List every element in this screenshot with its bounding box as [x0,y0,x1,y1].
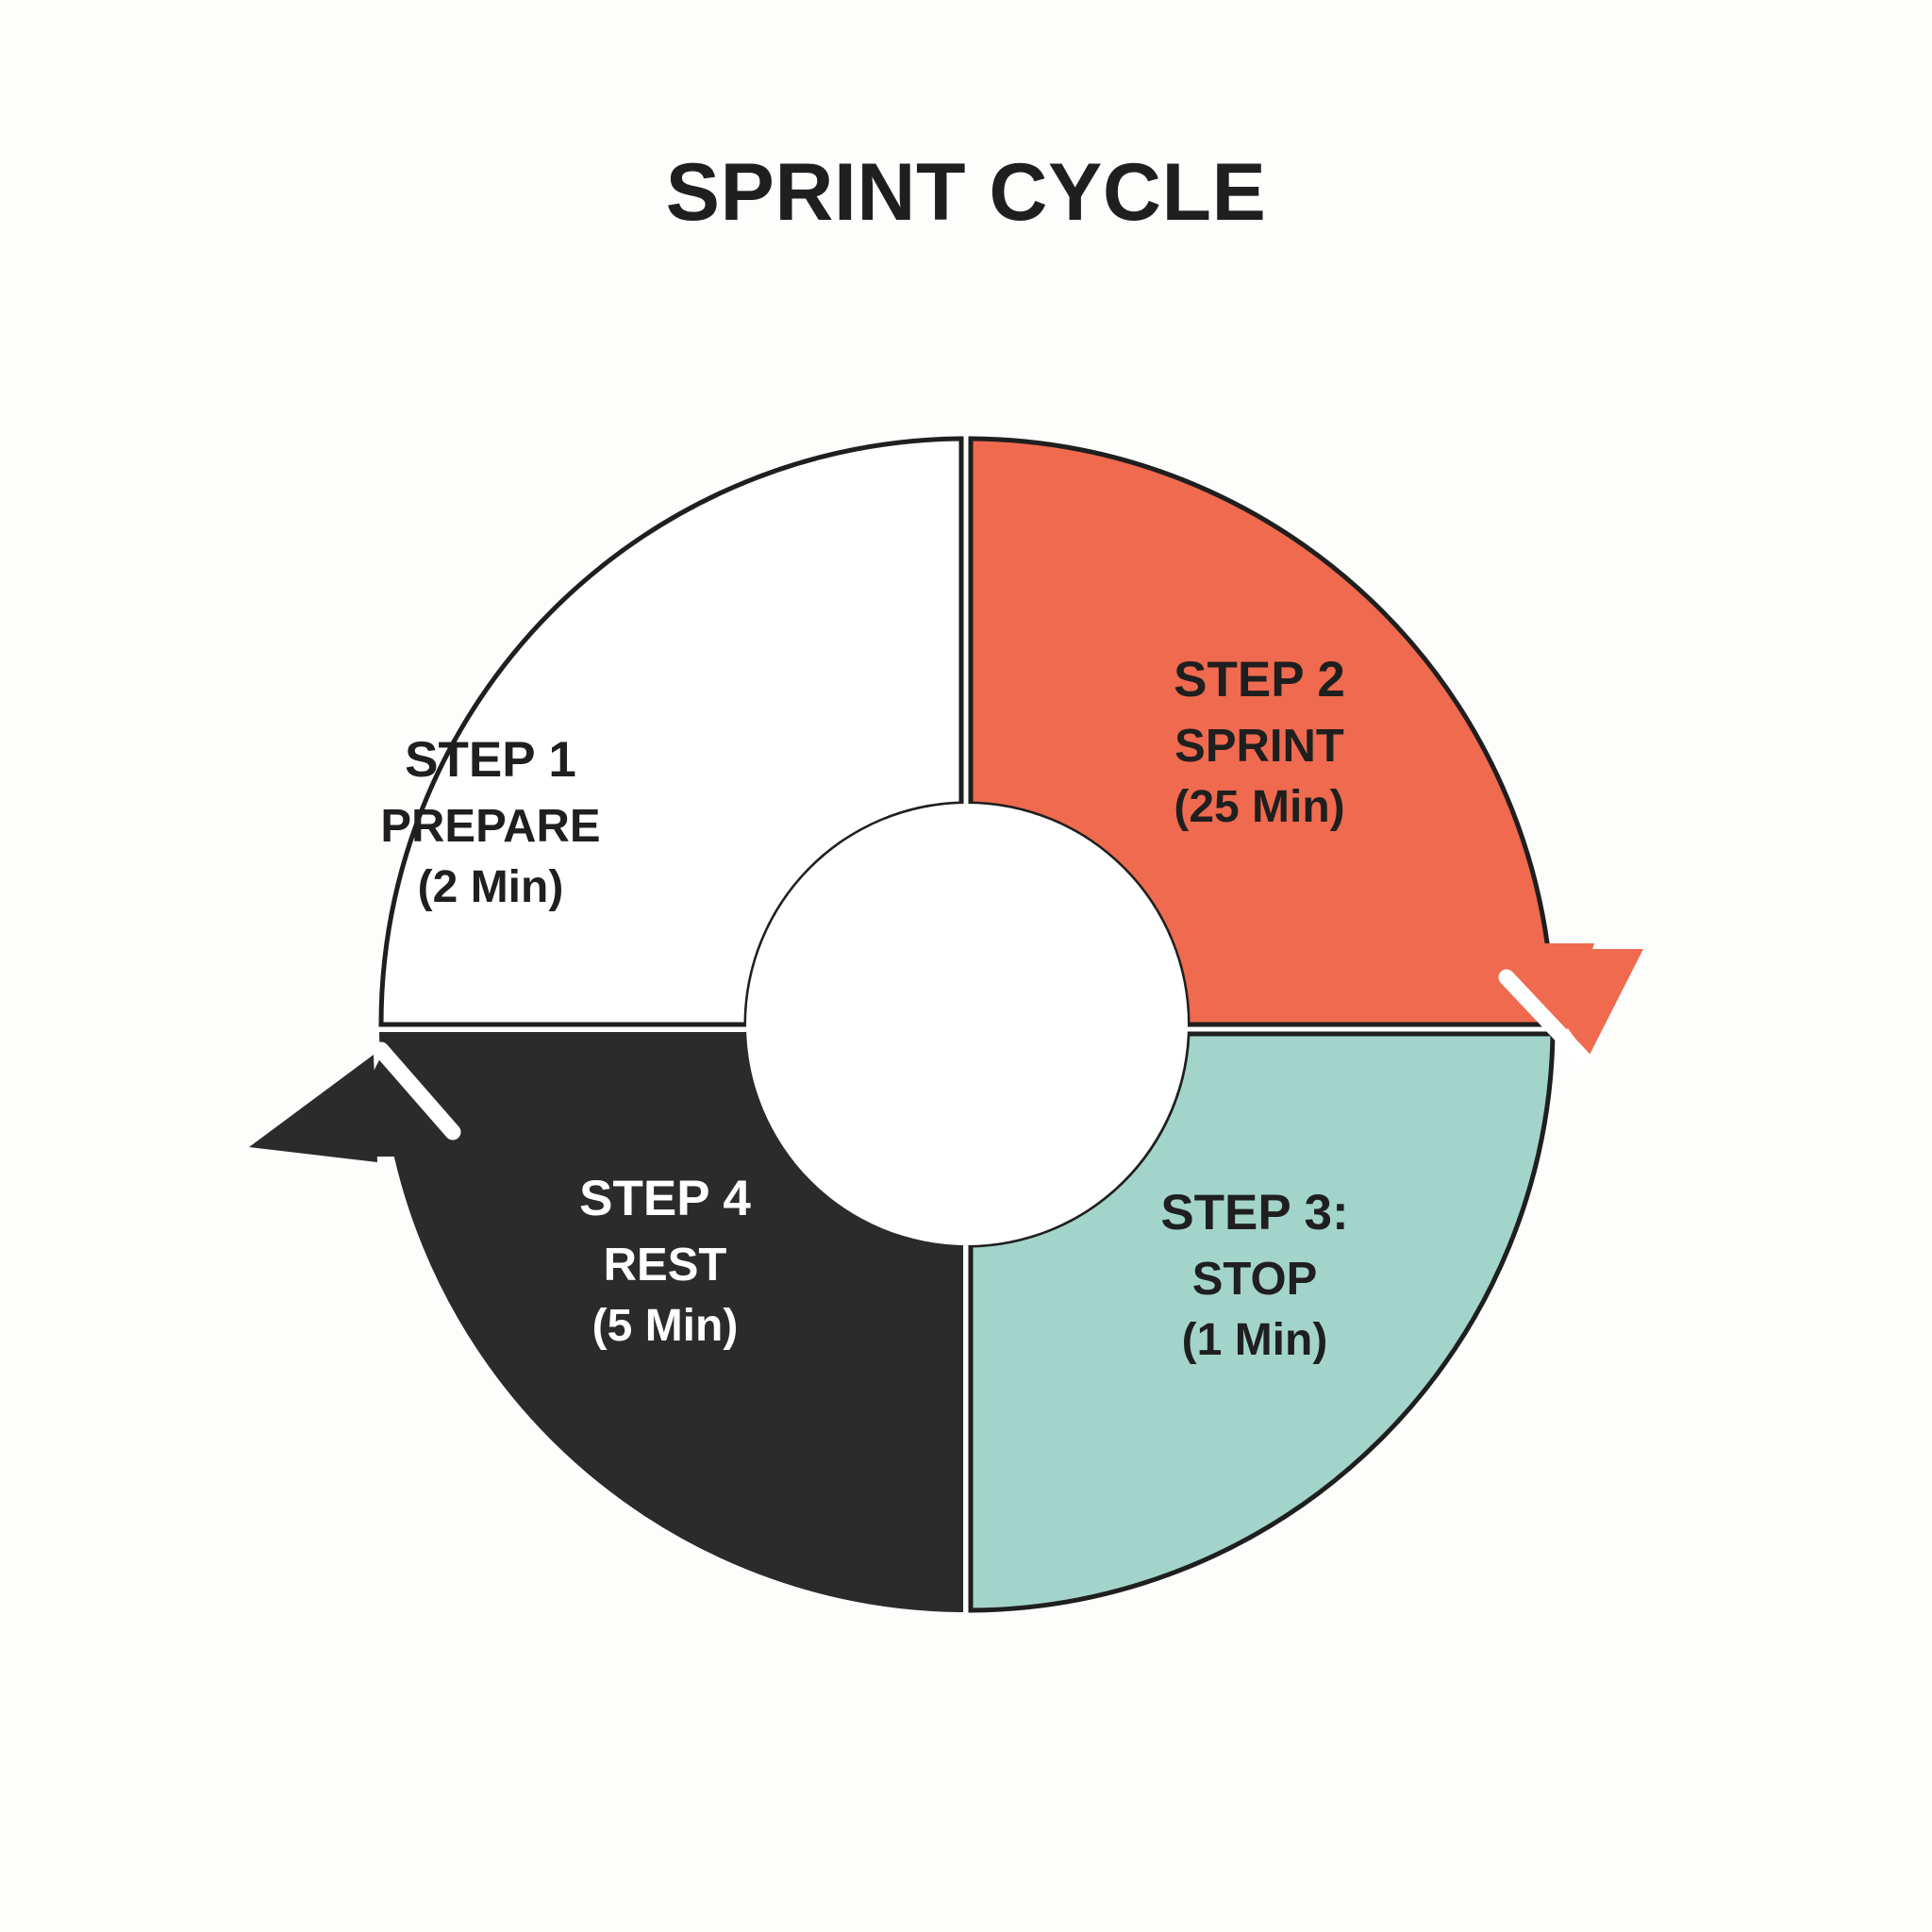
separator-left-icon [373,1041,461,1141]
segment-separators [373,969,1591,1141]
segment-step4-wedge[interactable] [378,1032,963,1613]
arrowhead-step2-to-step3-notch [1472,943,1594,1033]
donut-segment-step4[interactable] [249,1032,963,1613]
page-title: SPRINT CYCLE [665,147,1267,238]
donut-center-hole [746,804,1188,1245]
donut-segment-step3[interactable] [968,1031,1556,1613]
arrowhead-step4-to-step1-notch [249,1055,377,1162]
separator-right-icon [1498,969,1591,1067]
segment-step3-wedge[interactable] [968,1031,1556,1613]
donut-segment-step2[interactable] [968,436,1643,1057]
